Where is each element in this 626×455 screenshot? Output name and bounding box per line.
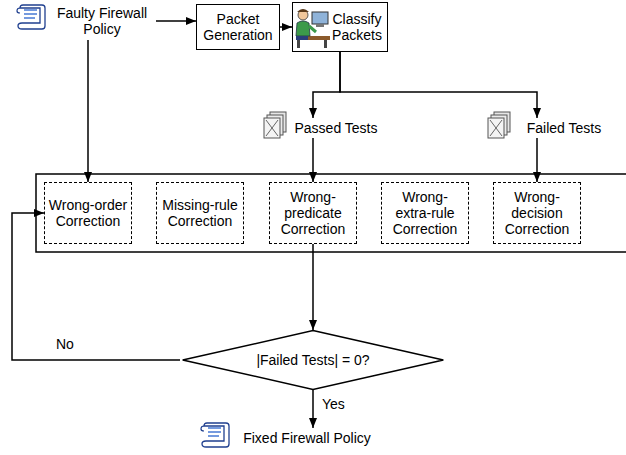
node-text: Wrong-order Correction [48, 197, 128, 229]
policy-label: Fixed Firewall Policy [232, 428, 382, 448]
flow-arrow [312, 244, 314, 330]
correction-box: Wrong-decision Correction [493, 182, 581, 244]
policy-label: Faulty Firewall Policy [48, 2, 156, 40]
node-text: Classify Packets [331, 11, 383, 43]
test-set-label: Passed Tests [290, 118, 382, 138]
node-text: Missing-rule Correction [160, 197, 240, 229]
policy-scroll-icon [201, 423, 229, 447]
test-stack-icon [264, 112, 286, 138]
correction-box: Wrong-predicate Correction [269, 182, 357, 244]
edge-label: No [54, 336, 76, 352]
edge-label: Yes [320, 396, 347, 412]
flow-arrow [156, 20, 196, 22]
node-text: Passed Tests [294, 120, 377, 136]
correction-box: Missing-rule Correction [156, 182, 244, 244]
flow-arrow [87, 40, 89, 182]
node-text: Packet Generation [201, 11, 275, 43]
node-text: Wrong-decision Correction [497, 189, 577, 237]
decision-diamond: |Failed Tests| = 0? [180, 330, 446, 390]
test-stack-icon [488, 112, 510, 138]
flow-arrow [313, 52, 340, 118]
correction-box: Wrong-extra-rule Correction [381, 182, 469, 244]
node-text: Wrong-extra-rule Correction [385, 189, 465, 237]
node-text: Failed Tests [527, 120, 601, 136]
policy-scroll-icon [17, 5, 45, 29]
node-text: Fixed Firewall Policy [243, 430, 371, 446]
flow-arrow [312, 138, 314, 182]
node-text: Wrong-predicate Correction [273, 189, 353, 237]
node-text: Faulty Firewall Policy [50, 5, 154, 37]
flow-arrow [536, 138, 538, 182]
flow-arrow [312, 390, 314, 428]
flow-arrow [280, 26, 292, 28]
test-set-label: Failed Tests [516, 118, 612, 138]
flow-arrow [340, 52, 537, 118]
operator-icon [296, 9, 330, 48]
process-box: Packet Generation [196, 4, 280, 50]
process-box: Classify Packets [292, 2, 388, 52]
correction-box: Wrong-order Correction [44, 182, 132, 244]
node-text: |Failed Tests| = 0? [256, 352, 369, 368]
correction-frame [36, 174, 626, 252]
